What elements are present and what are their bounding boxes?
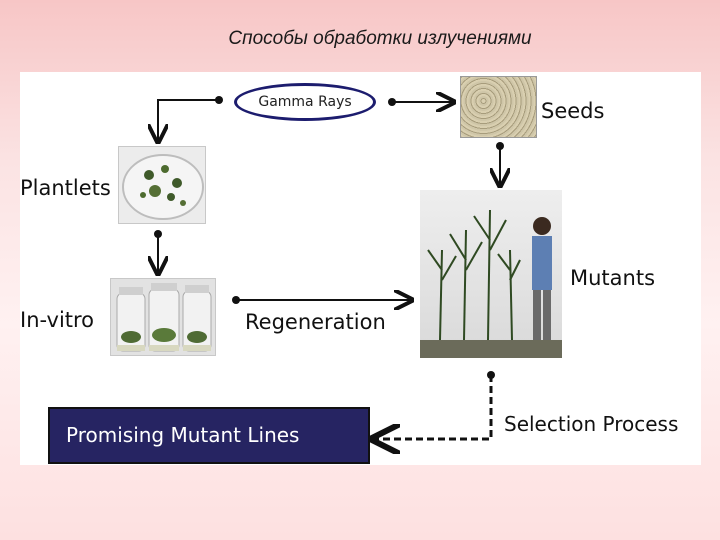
arrow-gamma-to-plantlets xyxy=(158,99,219,140)
promising-mutant-lines-box: Promising Mutant Lines xyxy=(48,407,370,464)
gamma-rays-label: Gamma Rays xyxy=(234,83,376,121)
arrow-selection-to-promising xyxy=(376,375,493,439)
seeds-photo xyxy=(460,76,537,138)
slide-title: Способы обработки излучениями xyxy=(228,28,532,49)
in-vitro-label: In-vitro xyxy=(20,308,95,332)
plantlets-photo xyxy=(118,146,206,224)
in-vitro-photo xyxy=(110,278,216,356)
mutants-photo xyxy=(420,190,562,358)
diagram-panel xyxy=(20,72,701,465)
selection-process-label: Selection Process xyxy=(504,412,679,436)
regeneration-label: Regeneration xyxy=(245,310,386,334)
mutants-label: Mutants xyxy=(570,266,656,290)
seeds-label: Seeds xyxy=(541,99,605,123)
plantlets-label: Plantlets xyxy=(20,176,111,200)
